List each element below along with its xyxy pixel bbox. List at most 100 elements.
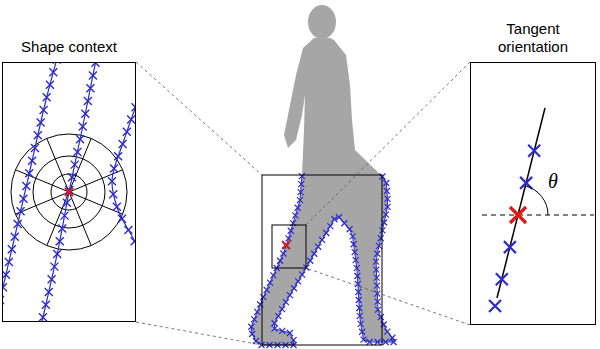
log-polar-ring (33, 156, 105, 228)
contour-point (25, 169, 33, 177)
contour-point (63, 199, 71, 207)
contour-point (19, 195, 27, 203)
contour-point (378, 314, 384, 320)
contour-point (299, 173, 305, 179)
contour-point (81, 110, 89, 118)
horizontal-reference (482, 215, 594, 216)
contour-point (375, 339, 381, 345)
zoom-leader (136, 322, 262, 345)
contour-point (354, 273, 360, 279)
person-head (308, 5, 336, 39)
contour-point (277, 258, 283, 264)
contour-point (264, 287, 270, 293)
reference-point (282, 241, 290, 249)
contour-point (249, 331, 255, 337)
contour-point (40, 106, 48, 114)
contour-point (76, 135, 84, 143)
contour-point (86, 84, 94, 92)
contour-point (287, 292, 293, 298)
log-polar-sector (15, 170, 122, 214)
contour-point (295, 205, 301, 211)
contour-point (327, 223, 333, 229)
contour-point (254, 309, 260, 315)
contour-point (271, 326, 277, 332)
contour-point (280, 251, 286, 257)
contour-point (272, 320, 278, 326)
contour-point (113, 203, 121, 211)
contour-point (53, 250, 61, 258)
contour-points (248, 173, 396, 348)
log-polar-ring (51, 174, 87, 210)
contour-point (496, 273, 508, 285)
zoom-leader (136, 62, 262, 175)
contour-point (11, 233, 19, 241)
panel-title: Shape context (2, 38, 136, 56)
contour-point (3, 271, 10, 279)
contour-point (347, 226, 353, 232)
contour-line (3, 63, 58, 300)
zoom-leader (306, 62, 470, 225)
contour-point (91, 63, 99, 67)
contour-point (251, 316, 257, 322)
contour-point (391, 339, 397, 345)
contour-point (298, 189, 304, 195)
contour-point (53, 63, 61, 64)
contour-point (14, 220, 22, 228)
contour-point (361, 337, 367, 343)
contour-point (375, 307, 381, 313)
contour-point (374, 251, 380, 257)
contour-point (114, 152, 122, 160)
contour-point (84, 97, 92, 105)
contour-point (311, 251, 317, 257)
contour-point (287, 330, 293, 336)
contour-point (31, 144, 39, 152)
contour-point (341, 220, 347, 226)
contour-point (351, 241, 357, 247)
contour-point (354, 265, 360, 271)
context-region (262, 175, 382, 345)
contour-point (123, 128, 131, 136)
log-polar-ring (11, 134, 127, 250)
contour-point (34, 131, 42, 139)
contour-point (285, 235, 291, 241)
contour-point (384, 188, 390, 194)
contour-point (89, 71, 97, 79)
contour-point (50, 263, 58, 271)
contour-point (358, 321, 364, 327)
contour-point (383, 212, 389, 218)
inset-panel: Shape context (2, 38, 136, 322)
shape-context-histogram (3, 63, 135, 321)
contour-point (46, 81, 54, 89)
contour-point (131, 237, 135, 245)
contour-point (374, 283, 380, 289)
contour-point (357, 313, 363, 319)
contour-point (275, 313, 281, 319)
contour-point (323, 230, 329, 236)
contour-point (355, 281, 361, 287)
contour-point (73, 148, 81, 156)
log-polar-sector (47, 138, 91, 245)
contour-point (110, 165, 118, 173)
contour-point (124, 226, 132, 234)
contour-point (49, 68, 57, 76)
contour-point (71, 161, 79, 169)
contour-point (291, 337, 297, 343)
contour-point (118, 215, 126, 223)
contour-point (56, 237, 64, 245)
contour-point (336, 214, 342, 220)
person-silhouette (250, 38, 396, 345)
contour-point (260, 294, 266, 300)
contour-point (353, 257, 359, 263)
contour-point (45, 288, 53, 296)
contour-point (68, 173, 76, 181)
contour-point (376, 243, 382, 249)
contour-point (279, 306, 285, 312)
contour-point (43, 93, 51, 101)
tangent-line (497, 108, 545, 298)
contour-point (37, 119, 45, 127)
contour-point (132, 103, 135, 111)
contour-point (378, 235, 384, 241)
contour-point (17, 207, 25, 215)
contour-point (3, 296, 4, 304)
